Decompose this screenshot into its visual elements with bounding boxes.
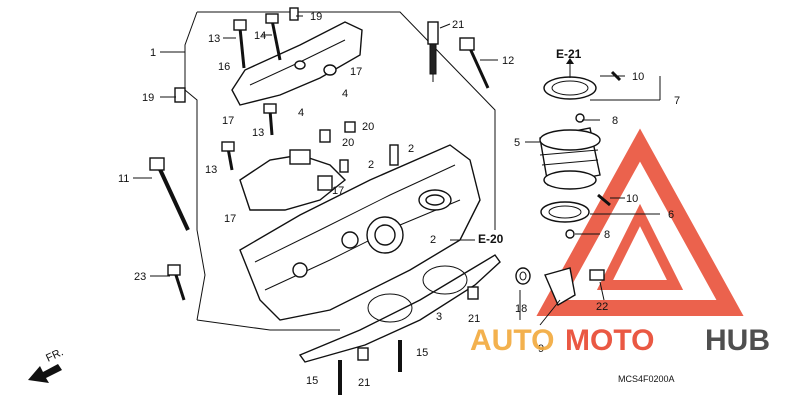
- callout-5: 5: [514, 137, 520, 149]
- bolt-head: [233, 19, 247, 31]
- callout-16: 16: [218, 61, 230, 73]
- bolt-11: [156, 164, 190, 231]
- callout-21c: 21: [358, 377, 370, 389]
- o-ring-18: [515, 267, 531, 285]
- callout-17b: 17: [222, 115, 234, 127]
- callout-19b: 19: [142, 92, 154, 104]
- callout-15a: 15: [416, 347, 428, 359]
- dowels: [174, 7, 479, 361]
- callout-8a: 8: [612, 115, 618, 127]
- callout-4a: 4: [342, 88, 348, 100]
- callout-7: 7: [674, 95, 680, 107]
- camshaft-holder: [239, 149, 347, 211]
- bolt-12: [466, 43, 490, 89]
- section-ref-e21: E-21: [556, 47, 582, 61]
- callout-6: 6: [668, 209, 674, 221]
- watermark-triangle-inner: [596, 203, 684, 290]
- clamps: [540, 76, 597, 239]
- callout-4b: 4: [298, 107, 304, 119]
- bolts: [149, 13, 622, 301]
- callout-20a: 20: [362, 121, 374, 133]
- callout-21b: 21: [468, 313, 480, 325]
- dowel-21-right: [467, 286, 479, 300]
- callout-13c: 13: [205, 164, 217, 176]
- callout-19a: 19: [310, 11, 322, 23]
- dowel-19-left: [174, 87, 186, 103]
- callout-9: 9: [538, 343, 544, 355]
- spark-plug: [427, 21, 439, 82]
- front-arrow-label: FR.: [44, 346, 65, 364]
- watermark-triangle: [536, 128, 744, 316]
- callout-12: 12: [502, 55, 514, 67]
- cap-20: [319, 129, 331, 143]
- callout-24: 21: [452, 19, 464, 31]
- pipe-2: [389, 144, 399, 166]
- callout-17d: 17: [224, 213, 236, 225]
- front-arrow: [28, 364, 62, 383]
- bolt-22: [589, 269, 605, 281]
- watermark-text-hub: HUB: [705, 324, 770, 357]
- bolt-10-lower: [597, 193, 611, 207]
- nut-8-lower: [565, 229, 575, 239]
- callout-2c: 2: [430, 234, 436, 246]
- part-code: MCS4F0200A: [618, 374, 675, 384]
- pipe-2-small: [339, 159, 349, 173]
- callout-10a: 10: [632, 71, 644, 83]
- callout-13a: 13: [208, 33, 220, 45]
- watermark-triangle-outer: [536, 128, 744, 316]
- cylinder-head-body: [239, 144, 481, 321]
- callout-22: 22: [596, 301, 608, 313]
- water-joint: [515, 267, 605, 307]
- head-gasket: [298, 254, 501, 363]
- callout-17c: 17: [332, 185, 344, 197]
- leader-lines: [133, 15, 661, 326]
- nut-8-upper: [575, 113, 585, 123]
- callout-2b: 2: [368, 159, 374, 171]
- bolt-23: [173, 271, 186, 301]
- watermark-text-auto: AUTO: [470, 324, 554, 357]
- dowel-21-bottom: [357, 347, 369, 361]
- callout-13b: 13: [252, 127, 264, 139]
- dowel-19-top: [289, 7, 299, 21]
- bolt-13-lower: [268, 109, 274, 136]
- watermark-text: AUTO MOTO HUB: [470, 324, 770, 357]
- callout-17a: 17: [350, 66, 362, 78]
- intake-insulator: [539, 127, 601, 190]
- callout-11: 11: [118, 173, 129, 185]
- valve-cover: [231, 21, 363, 106]
- bolt-14: [270, 19, 282, 61]
- cap-20-upper: [344, 121, 356, 133]
- callout-3: 3: [436, 311, 442, 323]
- bolt-13-top: [238, 27, 246, 69]
- section-ref-e20: E-20: [478, 232, 504, 246]
- callout-14: 14: [254, 30, 266, 42]
- callout-8b: 8: [604, 229, 610, 241]
- watermark-text-moto: MOTO: [565, 324, 654, 357]
- callout-15b: 15: [306, 375, 318, 387]
- callout-20b: 20: [342, 137, 354, 149]
- callout-18: 18: [515, 303, 527, 315]
- callout-23: 23: [134, 271, 146, 283]
- callout-10b: 10: [626, 193, 638, 205]
- studs: [338, 340, 402, 395]
- callout-1: 1: [150, 47, 156, 59]
- clamp-lower: [540, 201, 590, 223]
- callout-2a: 2: [408, 143, 414, 155]
